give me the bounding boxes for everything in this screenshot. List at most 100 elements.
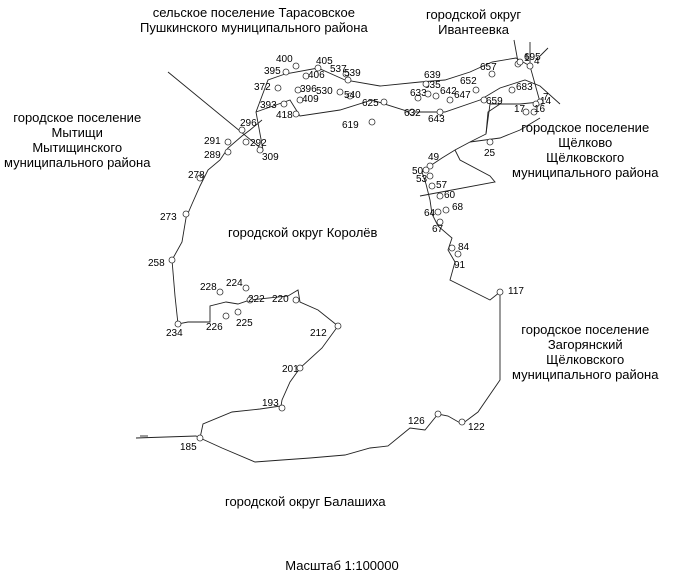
boundary-point-marker xyxy=(196,174,204,182)
boundary-point-label: 632 xyxy=(404,108,421,119)
boundary-point-label: 643 xyxy=(428,114,445,125)
boundary-point-label: 537 xyxy=(330,64,347,75)
boundary-point-marker xyxy=(242,138,250,146)
boundary-point-label: 657 xyxy=(480,62,497,73)
boundary-point-marker xyxy=(182,210,190,218)
boundary-point-label: 212 xyxy=(310,328,327,339)
boundary-point-marker xyxy=(294,86,302,94)
boundary-point-label: 68 xyxy=(452,202,464,213)
boundary-point-marker xyxy=(224,148,232,156)
boundary-point-label: 4 xyxy=(534,56,540,67)
boundary-point-marker xyxy=(168,256,176,264)
boundary-point-marker xyxy=(532,100,540,108)
boundary-point-marker xyxy=(216,288,224,296)
boundary-point-marker xyxy=(434,208,442,216)
region-label-balashikha: городской округ Балашиха xyxy=(225,494,386,509)
boundary-point-marker xyxy=(174,320,182,328)
boundary-point-marker xyxy=(342,70,350,78)
boundary-point-marker xyxy=(234,308,242,316)
boundary-point-marker xyxy=(458,418,466,426)
boundary-point-label: 228 xyxy=(200,282,217,293)
boundary-point-marker xyxy=(242,284,250,292)
boundary-point-marker xyxy=(296,364,304,372)
boundary-point-marker xyxy=(414,94,422,102)
boundary-point-marker xyxy=(274,84,282,92)
boundary-point-label: 273 xyxy=(160,212,177,223)
boundary-point-label: 126 xyxy=(408,416,425,427)
boundary-point-label: 619 xyxy=(342,120,359,131)
boundary-point-marker xyxy=(442,206,450,214)
boundary-point-label: 393 xyxy=(260,100,277,111)
boundary-point-marker xyxy=(278,404,286,412)
boundary-point-marker xyxy=(488,70,496,78)
boundary-point-label: 53 xyxy=(416,174,428,185)
boundary-point-label: 17 xyxy=(514,104,526,115)
boundary-point-label: 50 xyxy=(412,166,424,177)
boundary-point-marker xyxy=(480,96,488,104)
boundary-point-label: 49 xyxy=(428,152,440,163)
boundary-point-label: 639 xyxy=(424,70,441,81)
boundary-point-label: 291 xyxy=(204,136,221,147)
region-label-mytishchi: городское поселение Мытищи Мытищинского … xyxy=(4,110,151,170)
boundary-point-label: 7 xyxy=(543,92,549,103)
boundary-point-marker xyxy=(292,110,300,118)
boundary-point-label: 64 xyxy=(424,208,436,219)
boundary-point-label: 372 xyxy=(254,82,271,93)
region-label-korolyov: городской округ Королёв xyxy=(228,225,378,240)
boundary-point-marker xyxy=(282,68,290,76)
boundary-point-label: 289 xyxy=(204,150,221,161)
boundary-point-marker xyxy=(436,218,444,226)
boundary-line-east xyxy=(419,103,541,197)
boundary-point-label: 185 xyxy=(180,442,197,453)
boundary-point-label: 220 xyxy=(272,294,289,305)
boundary-point-marker xyxy=(222,312,230,320)
boundary-point-label: 659 xyxy=(486,96,503,107)
boundary-point-label: 418 xyxy=(276,110,293,121)
boundary-point-label: 226 xyxy=(206,322,223,333)
boundary-point-label: 1 xyxy=(524,53,530,64)
boundary-point-label: 642 xyxy=(440,86,457,97)
boundary-point-marker xyxy=(336,88,344,96)
boundary-point-marker xyxy=(454,250,462,258)
boundary-point-label: 258 xyxy=(148,258,165,269)
boundary-point-marker xyxy=(296,96,304,104)
boundary-line-main xyxy=(135,57,541,463)
boundary-point-label: 409 xyxy=(302,94,319,105)
boundary-point-marker xyxy=(246,296,254,304)
boundary-point-marker xyxy=(426,162,434,170)
boundary-point-label: 540 xyxy=(344,90,361,101)
boundary-point-marker xyxy=(422,80,430,88)
boundary-point-marker xyxy=(344,76,352,84)
boundary-line-ivanteevka xyxy=(513,39,549,66)
boundary-point-marker xyxy=(434,410,442,418)
boundary-point-label: 14 xyxy=(540,96,552,107)
region-label-tarasovskoe: сельское поселение Тарасовское Пушкинско… xyxy=(140,5,368,35)
boundary-point-label: 652 xyxy=(460,76,477,87)
boundary-point-label: 292 xyxy=(250,138,267,149)
boundary-point-label: 695 xyxy=(524,52,541,63)
boundary-point-label: 122 xyxy=(468,422,485,433)
boundary-point-marker xyxy=(424,90,432,98)
boundary-point-marker xyxy=(496,288,504,296)
boundary-point-label: 396 xyxy=(300,84,317,95)
boundary-point-marker xyxy=(292,296,300,304)
boundary-point-marker xyxy=(522,108,530,116)
boundary-point-marker xyxy=(472,86,480,94)
boundary-point-marker xyxy=(516,58,524,66)
boundary-point-marker xyxy=(422,166,430,174)
boundary-point-label: 625 xyxy=(362,98,379,109)
boundary-point-label: 405 xyxy=(316,56,333,67)
boundary-point-marker xyxy=(436,192,444,200)
map-scale: Масштаб 1:100000 xyxy=(285,558,399,573)
boundary-point-label: 222 xyxy=(248,294,265,305)
boundary-point-marker xyxy=(302,72,310,80)
boundary-point-label: 296 xyxy=(240,118,257,129)
boundary-point-label: 16 xyxy=(534,104,546,115)
boundary-point-label: 406 xyxy=(308,70,325,81)
boundary-point-label: 530 xyxy=(316,86,333,97)
boundary-point-marker xyxy=(292,62,300,70)
boundary-point-marker xyxy=(508,86,516,94)
boundary-point-marker xyxy=(280,100,288,108)
boundary-point-label: 60 xyxy=(444,190,456,201)
boundary-point-marker xyxy=(448,244,456,252)
